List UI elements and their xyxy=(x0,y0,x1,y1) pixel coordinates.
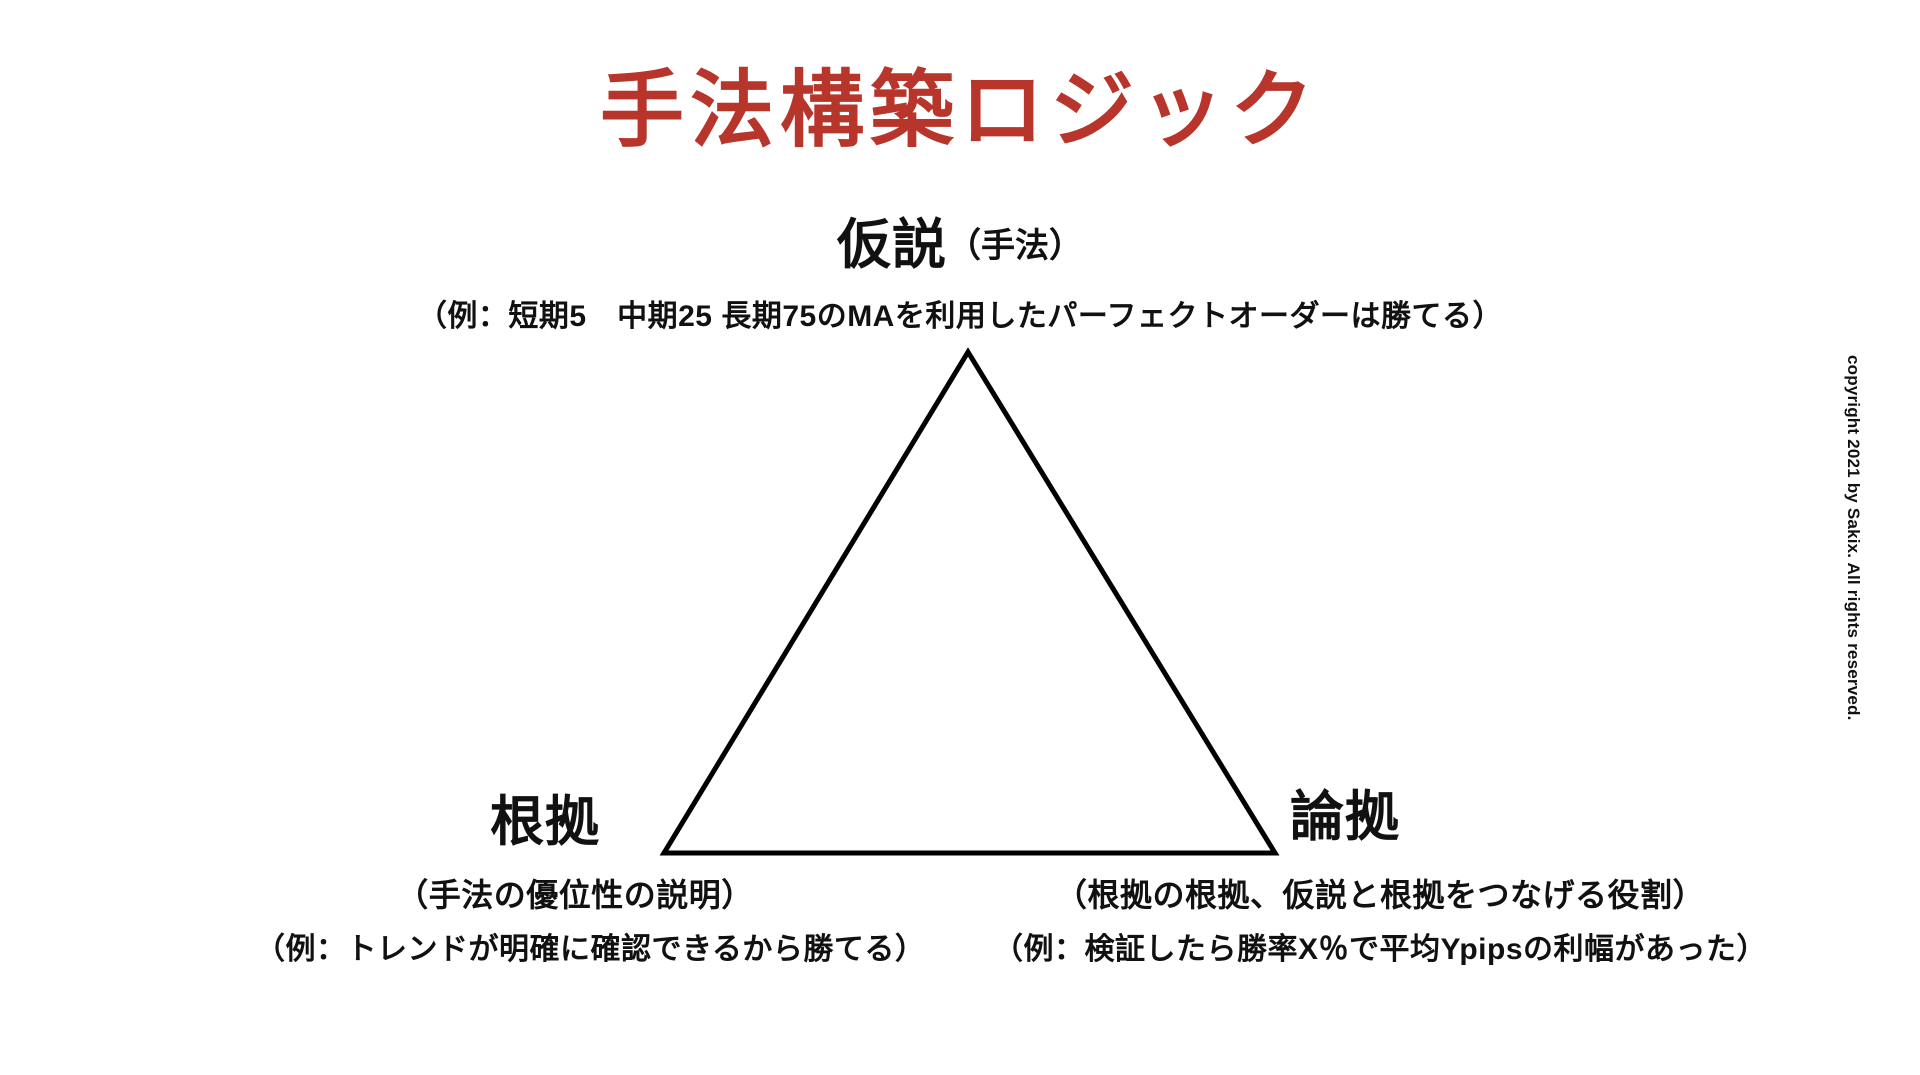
page-title: 手法構築ロジック xyxy=(599,63,1320,157)
bottom-right-description: （根拠の根拠、仮説と根拠をつなげる役割） xyxy=(1054,877,1705,913)
bottom-left-example-text: （例：トレンドが明確に確認できるから勝てる） xyxy=(255,933,926,966)
apex-label-sub: （手法） xyxy=(947,227,1083,265)
apex-label-main: 仮説 xyxy=(837,215,947,275)
apex-example-text: （例：短期5 中期25 長期75のMAを利用したパーフェクトオーダーは勝てる） xyxy=(416,300,1504,333)
apex-vertex-label: 仮説（手法） xyxy=(0,218,1920,272)
bottom-left-description: （手法の優位性の説明） xyxy=(396,877,754,913)
bottom-right-vertex-label: 論拠 xyxy=(1290,787,1400,847)
triangle-shape xyxy=(659,347,1280,856)
copyright-notice: copyright 2021 by Sakix. All rights rese… xyxy=(1844,355,1863,721)
bottom-right-example-text: （例：検証したら勝率X％で平均Ypipsの利幅があった） xyxy=(992,933,1768,966)
bottom-left-vertex-label: 根拠 xyxy=(490,792,600,852)
